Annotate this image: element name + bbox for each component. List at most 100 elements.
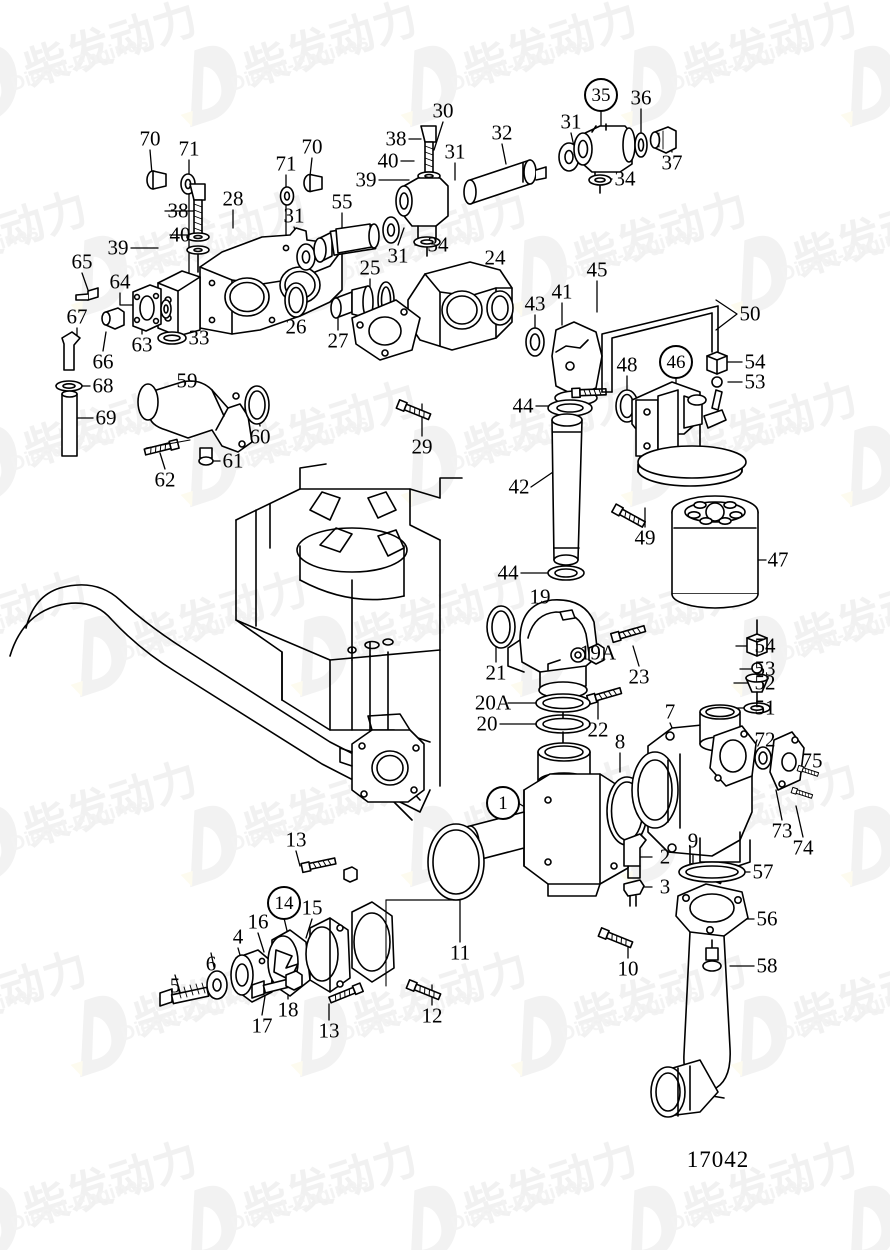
engine-block-outline — [9, 463, 463, 821]
callout-70: 70 — [301, 134, 323, 159]
callout-52: 52 — [754, 670, 776, 695]
callout-69: 69 — [95, 405, 117, 430]
callout-45: 45 — [586, 257, 608, 282]
callout-61: 61 — [222, 448, 244, 473]
callout-65: 65 — [71, 249, 93, 274]
callout-59: 59 — [176, 368, 198, 393]
part-group-thermostat — [486, 599, 647, 749]
callout-31: 31 — [560, 109, 582, 134]
callout-16: 16 — [247, 909, 269, 934]
callout-46: 46 — [659, 345, 693, 379]
callout-71: 71 — [178, 136, 200, 161]
callout-37: 37 — [661, 150, 683, 175]
callout-26: 26 — [285, 314, 307, 339]
callout-70: 70 — [139, 126, 161, 151]
callout-51: 51 — [754, 695, 776, 720]
callout-21: 21 — [485, 660, 507, 685]
part-group-top-left — [55, 170, 343, 457]
callout-24: 24 — [484, 245, 506, 270]
callout-64: 64 — [109, 269, 131, 294]
callout-30: 30 — [432, 98, 454, 123]
callout-29: 29 — [411, 434, 433, 459]
callout-39: 39 — [107, 235, 129, 260]
callout-5: 5 — [169, 973, 181, 998]
callout-20: 20 — [476, 711, 498, 736]
callout-39: 39 — [355, 167, 377, 192]
callout-13: 13 — [285, 827, 307, 852]
drawing-number: 17042 — [686, 1147, 750, 1172]
callout-23: 23 — [628, 664, 650, 689]
callout-8: 8 — [614, 729, 626, 754]
callout-34: 34 — [427, 232, 449, 257]
callout-58: 58 — [756, 953, 778, 978]
callout-50: 50 — [739, 301, 761, 326]
callout-19a: 19A — [579, 640, 617, 665]
callout-31: 31 — [283, 203, 305, 228]
callout-71: 71 — [275, 151, 297, 176]
callout-55: 55 — [331, 189, 353, 214]
callout-28: 28 — [222, 186, 244, 211]
callout-56: 56 — [756, 906, 778, 931]
callout-31: 31 — [444, 139, 466, 164]
callout-43: 43 — [524, 291, 546, 316]
part-group-middle — [351, 261, 759, 609]
part-group-water-pump — [405, 619, 820, 1118]
callout-14: 14 — [267, 886, 301, 920]
part-group-top-right — [313, 123, 677, 319]
callout-9: 9 — [687, 828, 699, 853]
callout-42: 42 — [508, 474, 530, 499]
callout-4: 4 — [232, 924, 244, 949]
callout-60: 60 — [249, 424, 271, 449]
callout-20a: 20A — [474, 690, 512, 715]
callout-25: 25 — [359, 255, 381, 280]
callout-34: 34 — [614, 166, 636, 191]
callout-13: 13 — [318, 1018, 340, 1043]
callout-17: 17 — [251, 1013, 273, 1038]
callout-68: 68 — [92, 373, 114, 398]
callout-40: 40 — [377, 148, 399, 173]
callout-41: 41 — [551, 279, 573, 304]
callout-18: 18 — [277, 997, 299, 1022]
callout-66: 66 — [92, 349, 114, 374]
callout-2: 2 — [659, 844, 671, 869]
callout-73: 73 — [771, 818, 793, 843]
callout-3: 3 — [659, 874, 671, 899]
callout-75: 75 — [801, 748, 823, 773]
callout-11: 11 — [449, 940, 471, 965]
callout-19: 19 — [529, 584, 551, 609]
callout-74: 74 — [792, 835, 814, 860]
callout-15: 15 — [301, 895, 323, 920]
callout-53: 53 — [744, 369, 766, 394]
part-group-water-pipe — [137, 380, 270, 466]
callout-62: 62 — [154, 467, 176, 492]
callout-6: 6 — [205, 951, 217, 976]
callout-22: 22 — [587, 717, 609, 742]
part-group-pump-internals — [159, 855, 395, 1007]
callout-38: 38 — [385, 126, 407, 151]
callout-57: 57 — [752, 859, 774, 884]
callout-54: 54 — [754, 633, 776, 658]
callout-40: 40 — [169, 222, 191, 247]
callout-38: 38 — [167, 198, 189, 223]
callout-53: 53 — [754, 656, 776, 681]
callout-67: 67 — [66, 304, 88, 329]
callout-48: 48 — [616, 352, 638, 377]
callout-1: 1 — [486, 786, 520, 820]
callout-63: 63 — [131, 332, 153, 357]
callout-7: 7 — [664, 699, 676, 724]
callout-47: 47 — [767, 547, 789, 572]
callout-49: 49 — [634, 525, 656, 550]
callout-72: 72 — [754, 727, 776, 752]
callout-32: 32 — [491, 120, 513, 145]
callout-36: 36 — [630, 85, 652, 110]
callout-27: 27 — [327, 328, 349, 353]
callout-44: 44 — [512, 393, 534, 418]
callout-35: 35 — [584, 78, 618, 112]
callout-31: 31 — [387, 243, 409, 268]
callout-33: 33 — [188, 325, 210, 350]
callout-10: 10 — [617, 956, 639, 981]
callout-12: 12 — [421, 1003, 443, 1028]
callout-44: 44 — [497, 560, 519, 585]
